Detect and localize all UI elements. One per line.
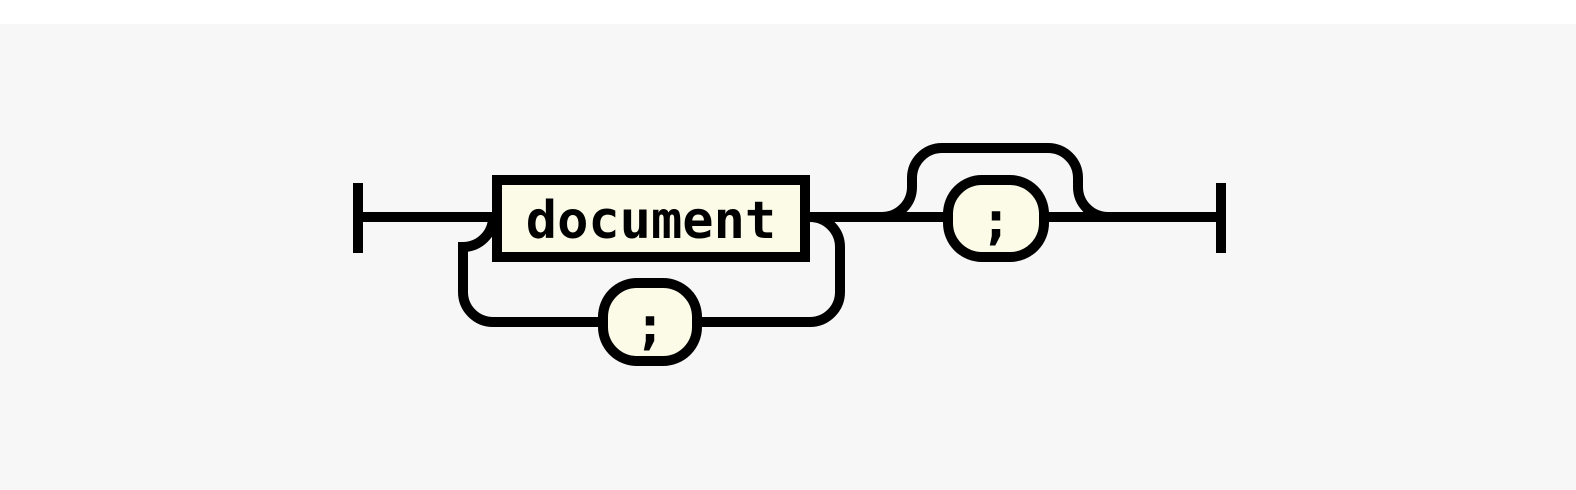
non-terminal-box-document <box>492 175 810 262</box>
terminal-pill-loop-separator <box>598 278 702 366</box>
terminal-pill-optional-semicolon <box>943 175 1049 262</box>
optional-bypass-line <box>881 143 1109 222</box>
non-terminal-label-document: document <box>526 191 776 251</box>
terminal-label-optional-semicolon: ; <box>980 191 1011 251</box>
top-white-strip <box>0 0 1576 24</box>
terminal-label-loop-separator: ; <box>634 296 665 356</box>
